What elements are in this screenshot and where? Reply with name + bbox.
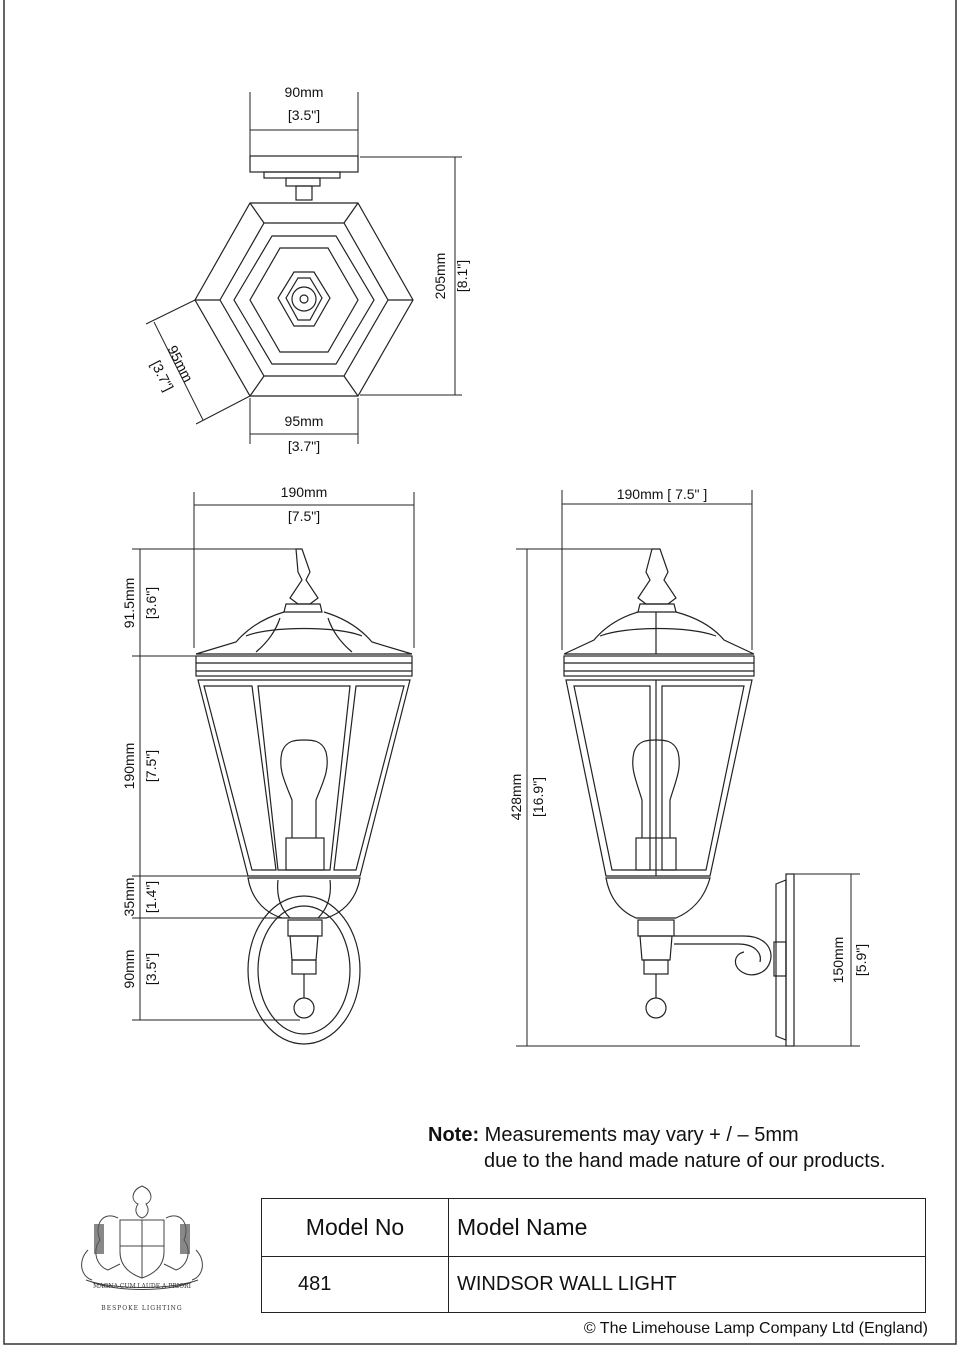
front-finial-mm: 90mm — [121, 950, 137, 989]
model-table: Model No Model Name 481 WINDSOR WALL LIG… — [261, 1198, 926, 1313]
top-base-mm: 95mm — [285, 413, 324, 429]
top-bracket-width-mm: 90mm — [285, 84, 324, 100]
top-depth-in: [8.1"] — [454, 260, 470, 292]
front-width-mm: 190mm — [281, 484, 328, 500]
top-view-dimensions — [145, 92, 462, 444]
front-body-mm: 190mm — [121, 743, 137, 790]
model-no-header: Model No — [261, 1198, 449, 1257]
front-view-dimensions — [132, 492, 415, 1021]
top-view — [194, 155, 414, 397]
logo-caption: BESPOKE LIGHTING — [101, 1305, 182, 1312]
measurement-note: Note: Measurements may vary + / – 5mm du… — [428, 1122, 885, 1174]
top-bracket-width-in: [3.5"] — [288, 107, 320, 123]
crest-logo: MAGNA CUM LAUDE A PRIORI BESPOKE LIGHTIN… — [81, 1185, 203, 1312]
copyright-text: © The Limehouse Lamp Company Ltd (Englan… — [583, 1320, 928, 1337]
front-body-in: [7.5"] — [143, 750, 159, 782]
front-view-lantern — [195, 548, 413, 1045]
side-backplate-in: [5.9"] — [853, 944, 869, 976]
front-roof-mm: 91.5mm — [121, 578, 137, 629]
front-finial-in: [3.5"] — [143, 953, 159, 985]
top-depth-mm: 205mm — [432, 253, 448, 300]
logo-motto: MAGNA CUM LAUDE A PRIORI — [93, 1283, 192, 1290]
page-border — [3, 0, 957, 1345]
front-base-in: [1.4"] — [143, 881, 159, 913]
front-width-in: [7.5"] — [288, 508, 320, 524]
top-base-in: [3.7"] — [288, 438, 320, 454]
side-backplate-mm: 150mm — [830, 937, 846, 984]
front-base-mm: 35mm — [121, 878, 137, 917]
note-line2: due to the hand made nature of our produ… — [484, 1150, 886, 1172]
note-label: Note: — [428, 1124, 480, 1146]
table-header-row: Model No Model Name — [261, 1198, 926, 1257]
side-height-in: [16.9"] — [530, 777, 546, 817]
note-line1: Measurements may vary + / – 5mm — [479, 1124, 799, 1146]
table-row: 481 WINDSOR WALL LIGHT — [261, 1256, 926, 1313]
side-view-lantern — [563, 548, 795, 1047]
side-height-mm: 428mm — [508, 774, 524, 821]
model-name-value: WINDSOR WALL LIGHT — [448, 1256, 926, 1313]
front-roof-in: [3.6"] — [143, 587, 159, 619]
model-no-value: 481 — [261, 1256, 449, 1313]
side-view-dimensions — [516, 490, 860, 1047]
model-name-header: Model Name — [448, 1198, 926, 1257]
side-width: 190mm [ 7.5" ] — [617, 486, 708, 502]
